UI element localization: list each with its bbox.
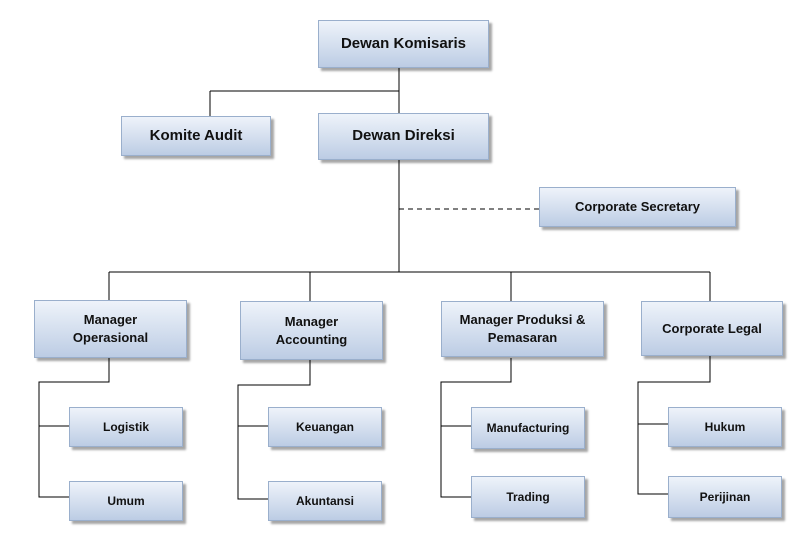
box-manager-produksi-pemasaran: Manager Produksi & Pemasaran bbox=[441, 301, 604, 357]
box-label: Manager Operasional bbox=[72, 312, 149, 345]
connector-line bbox=[38, 358, 110, 498]
box-label: Trading bbox=[506, 489, 550, 504]
box-manufacturing: Manufacturing bbox=[471, 407, 585, 449]
box-manager-operasional: Manager Operasional bbox=[34, 300, 187, 358]
box-label: Komite Audit bbox=[149, 126, 243, 144]
box-umum: Umum bbox=[69, 481, 183, 521]
box-corporate-legal: Corporate Legal bbox=[641, 301, 783, 356]
box-akuntansi: Akuntansi bbox=[268, 481, 382, 521]
connector-line bbox=[440, 358, 512, 498]
box-perijinan: Perijinan bbox=[668, 476, 782, 518]
connector-line bbox=[637, 356, 711, 495]
box-logistik: Logistik bbox=[69, 407, 183, 447]
box-dewan-komisaris: Dewan Komisaris bbox=[318, 20, 489, 68]
box-trading: Trading bbox=[471, 476, 585, 518]
connector-line bbox=[237, 358, 311, 500]
box-keuangan: Keuangan bbox=[268, 407, 382, 447]
box-label: Corporate Legal bbox=[662, 320, 762, 336]
box-manager-accounting: Manager Accounting bbox=[240, 301, 383, 360]
box-label: Umum bbox=[107, 493, 145, 508]
box-label: Dewan Komisaris bbox=[340, 34, 467, 52]
box-label: Dewan Direksi bbox=[352, 127, 455, 145]
box-dewan-direksi: Dewan Direksi bbox=[318, 113, 489, 160]
box-label: Manager Accounting bbox=[275, 313, 348, 347]
box-label: Manufacturing bbox=[486, 420, 570, 435]
box-label: Keuangan bbox=[295, 419, 354, 434]
box-label: Akuntansi bbox=[295, 493, 354, 508]
box-label: Manager Produksi & Pemasaran bbox=[459, 312, 586, 345]
box-hukum: Hukum bbox=[668, 407, 782, 447]
box-label: Logistik bbox=[102, 419, 149, 434]
box-label: Corporate Secretary bbox=[575, 199, 700, 215]
box-corporate-secretary: Corporate Secretary bbox=[539, 187, 736, 227]
box-komite-audit: Komite Audit bbox=[121, 116, 271, 156]
box-label: Hukum bbox=[704, 419, 746, 434]
box-label: Perijinan bbox=[699, 489, 751, 504]
